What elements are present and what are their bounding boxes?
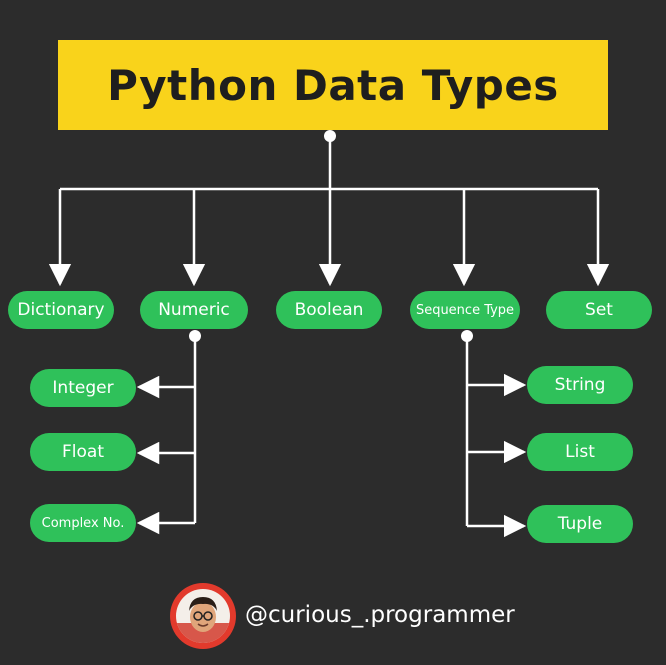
sequence-dot	[461, 330, 473, 342]
node-sequence-type-label: Sequence Type	[415, 302, 515, 318]
node-numeric: Numeric	[140, 291, 248, 329]
avatar	[170, 583, 236, 649]
node-boolean-label: Boolean	[294, 300, 364, 320]
node-sequence-type: Sequence Type	[410, 291, 520, 329]
node-complex-label: Complex No.	[41, 515, 125, 531]
footer-handle: @curious_.programmer	[245, 602, 515, 628]
node-numeric-label: Numeric	[158, 300, 230, 320]
node-integer: Integer	[30, 369, 136, 407]
node-complex: Complex No.	[30, 504, 136, 542]
node-tuple: Tuple	[527, 505, 633, 543]
node-set-label: Set	[585, 300, 613, 320]
node-string: String	[527, 366, 633, 404]
avatar-face-icon	[176, 597, 230, 643]
node-float: Float	[30, 433, 136, 471]
trunk-dot	[324, 130, 336, 142]
diagram-title: Python Data Types	[107, 60, 559, 110]
avatar-portrait	[176, 589, 230, 643]
numeric-dot	[189, 330, 201, 342]
node-boolean: Boolean	[276, 291, 382, 329]
node-tuple-label: Tuple	[557, 514, 603, 534]
node-dictionary: Dictionary	[8, 291, 114, 329]
title-banner: Python Data Types	[58, 40, 608, 130]
node-string-label: String	[554, 375, 606, 395]
node-set: Set	[546, 291, 652, 329]
node-float-label: Float	[62, 442, 104, 462]
node-list-label: List	[565, 442, 595, 462]
node-integer-label: Integer	[52, 378, 114, 398]
node-dictionary-label: Dictionary	[17, 300, 105, 320]
node-list: List	[527, 433, 633, 471]
